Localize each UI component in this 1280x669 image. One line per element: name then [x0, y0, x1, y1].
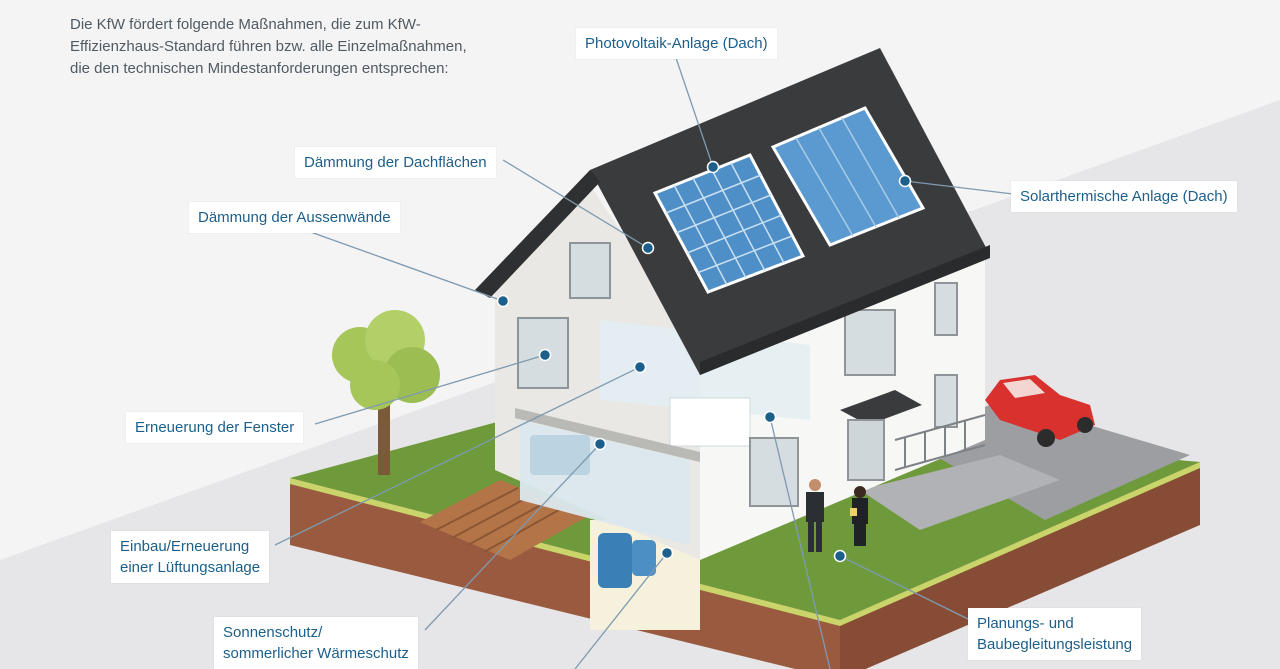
callout-label: Photovoltaik-Anlage (Dach) — [585, 35, 768, 52]
callout-label: Solarthermische Anlage (Dach) — [1020, 188, 1228, 205]
tree-icon — [332, 310, 440, 475]
callout-label: einer Lüftungsanlage — [120, 559, 261, 576]
callout-label: Dämmung der Aussenwände — [198, 209, 391, 226]
callout-label: sommerlicher Wärmeschutz — [223, 645, 409, 662]
callout-daemmung-waende: Dämmung der Aussenwände — [189, 202, 400, 233]
callout-label: Einbau/Erneuerung — [120, 538, 250, 555]
solar-panel-icon — [652, 106, 926, 294]
car-icon — [985, 375, 1095, 447]
callout-label: Baubegleitungsleistung — [977, 636, 1133, 653]
callout-markers — [496, 160, 912, 563]
windows — [517, 242, 958, 507]
roof — [475, 48, 990, 375]
callout-daemmung-dach: Dämmung der Dachflächen — [295, 147, 496, 178]
person-icon — [806, 479, 868, 552]
callout-fenster: Erneuerung der Fenster — [126, 412, 304, 443]
callout-solarthermie: Solarthermische Anlage (Dach) — [1011, 181, 1237, 212]
intro-line: die den technischen Mindestanforderungen… — [70, 60, 449, 77]
callout-sonnenschutz: Sonnenschutz/ sommerlicher Wärmeschutz — [214, 617, 418, 669]
intro-line: Die KfW fördert folgende Maßnahmen, die … — [70, 16, 421, 33]
leader-lines — [274, 57, 1014, 669]
callout-lueftung: Einbau/Erneuerung einer Lüftungsanlage — [111, 531, 270, 583]
callout-photovoltaik: Photovoltaik-Anlage (Dach) — [576, 28, 777, 59]
entrance-ramp — [894, 414, 986, 471]
intro-line: Effizienzhaus-Standard führen bzw. alle … — [70, 38, 467, 55]
callout-label: Dämmung der Dachflächen — [304, 154, 487, 171]
callout-label: Erneuerung der Fenster — [135, 419, 295, 436]
callout-label: Sonnenschutz/ — [223, 624, 323, 641]
intro-text: Die KfW fördert folgende Maßnahmen, die … — [70, 14, 510, 80]
callout-label: Planungs- und — [977, 615, 1074, 632]
callout-planung: Planungs- und Baubegleitungsleistung — [968, 608, 1142, 660]
